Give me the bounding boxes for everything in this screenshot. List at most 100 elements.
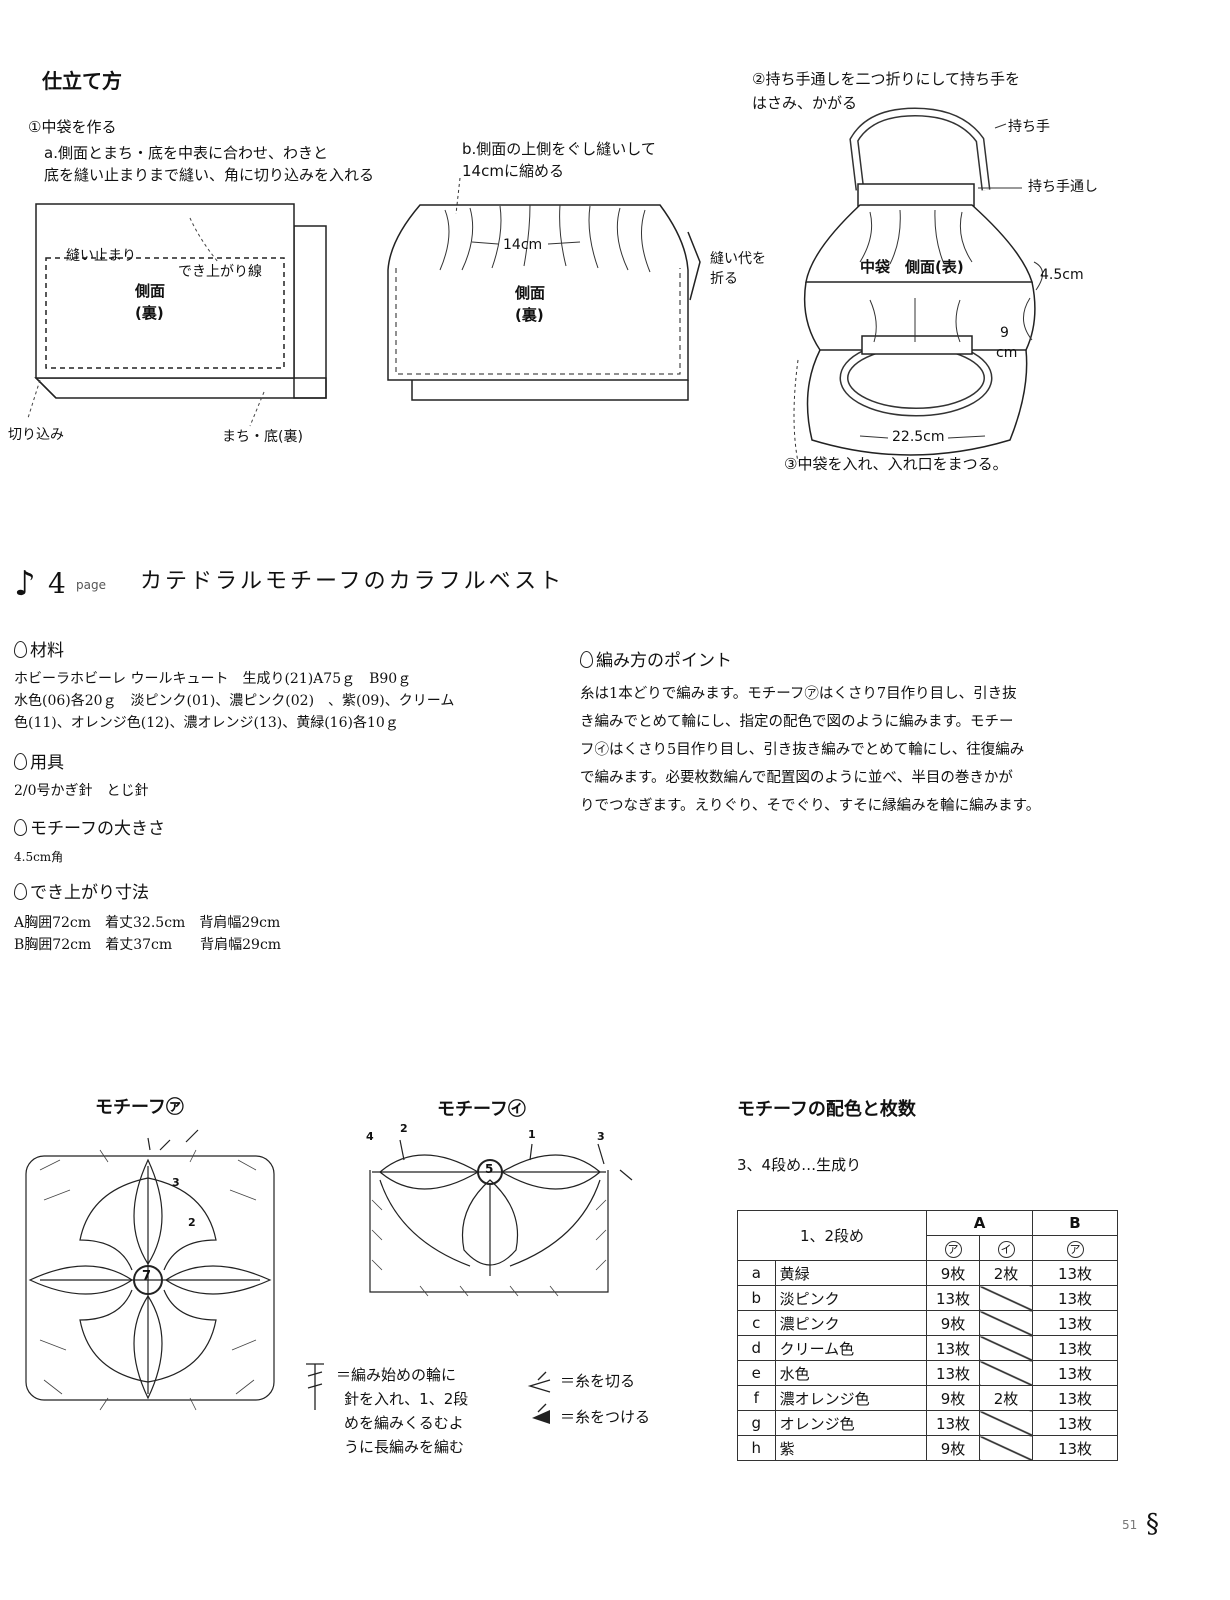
step1a-line1: a.側面とまち・底を中表に合わせ、わきと [44,144,328,162]
row-key: a [737,1260,776,1286]
finished-size-b: B胸囲72cm 着丈37cm 背肩幅29cm [14,937,282,953]
row-color: 濃ピンク [774,1310,928,1336]
row-a-a: 9枚 [926,1385,980,1411]
col-b: B [1032,1210,1118,1236]
row-a-a: 9枚 [926,1435,980,1461]
sub-b-a: ア [1032,1235,1118,1261]
row-key: d [737,1335,776,1361]
legend-ring-3: めを編みくるむよ [344,1414,464,1432]
row-b-a: 13枚 [1032,1310,1118,1336]
section-page-word: page [76,578,106,592]
materials-heading: 材料 [14,640,64,662]
row-a-a: 13枚 [926,1360,980,1386]
row-b-a: 13枚 [1032,1360,1118,1386]
row-a-i [979,1285,1033,1311]
step3-line: ③中袋を入れ、入れ口をまつる。 [784,455,1008,473]
back-label: (裏) [135,304,164,322]
row-a-a: 9枚 [926,1310,980,1336]
row-a-i [979,1435,1033,1461]
side-label-2: 側面 [515,284,546,302]
motif-a-center: 7 [142,1269,152,1284]
col-rounds: 1、2段め [737,1210,927,1261]
sub-a-a: ア [926,1235,980,1261]
step2-line2: はさみ、かがる [752,94,858,112]
drop-icon [14,641,27,658]
handle-loop-label: 持ち手通し [1028,179,1098,195]
row-a-a: 13枚 [926,1285,980,1311]
finishing-title: 仕立て方 [42,69,122,93]
col-a: A [926,1210,1033,1236]
step1b-line1: b.側面の上側をぐし縫いして [462,140,656,158]
finish-line-label: でき上がり線 [178,264,262,280]
finished-size-heading: でき上がり寸法 [14,882,149,904]
measure-9-unit: cm [996,345,1018,361]
side-label: 側面 [135,282,166,300]
row-a-a: 13枚 [926,1335,980,1361]
back-label-2: (裏) [515,306,544,324]
materials-line1: ホビーラホビーレ ウールキュート 生成り(21)A75ｇ B90ｇ [14,671,412,687]
section-title: カテドラルモチーフのカラフルベスト [140,569,565,594]
inner-bag-label: 中袋 側面(表) [860,258,964,276]
step1-heading: ①中袋を作る [28,118,117,136]
row-color: 黄緑 [774,1260,928,1286]
row-a-i [979,1310,1033,1336]
drop-icon [580,651,593,668]
legend-ring-1: ＝編み始めの輪に [336,1366,457,1384]
page-number: 51 [1122,1518,1138,1532]
fold-label-1: 縫い代を [710,251,766,267]
row-color: オレンジ色 [774,1410,928,1436]
materials-line3: 色(11)、オレンジ色(12)、濃オレンジ(13)、黄緑(16)各10ｇ [14,715,399,731]
row-b-a: 13枚 [1032,1335,1118,1361]
row-a-i [979,1335,1033,1361]
motif-i-r4: 4 [366,1130,374,1143]
row-color: 濃オレンジ色 [774,1385,928,1411]
row-key: c [737,1310,776,1336]
stop-label: 縫い止まり [66,248,136,264]
motif-i-center: 5 [485,1162,494,1176]
row-key: e [737,1360,776,1386]
row-b-a: 13枚 [1032,1435,1118,1461]
row-b-a: 13枚 [1032,1260,1118,1286]
motif-i-r3: 3 [597,1130,605,1143]
row-a-i: 2枚 [979,1385,1033,1411]
step1a-line2: 底を縫い止まりまで縫い、角に切り込みを入れる [44,166,375,184]
row-key: f [737,1385,776,1411]
row-key: b [737,1285,776,1311]
motif-size-line: 4.5cm角 [14,850,64,864]
tools-heading: 用具 [14,752,64,774]
measure-14cm: 14cm [503,237,543,253]
motif-a-r3: 3 [172,1176,180,1189]
row-key: g [737,1410,776,1436]
motif-i-r2: 2 [400,1122,408,1135]
section-number: 4 [48,567,66,600]
color-table-title: モチーフの配色と枚数 [737,1099,916,1120]
legend-cut-yarn: ＝糸を切る [560,1372,636,1390]
cut-label: 切り込み [8,427,64,443]
points-line2: き編みでとめて輪にし、指定の配色で図のように編みます。モチー [580,714,1014,730]
measure-22-5cm: 22.5cm [892,429,945,445]
row-a-i [979,1410,1033,1436]
legend-attach-yarn: ＝糸をつける [560,1408,651,1426]
row-a-a: 9枚 [926,1260,980,1286]
step1b-line2: 14cmに縮める [462,162,564,180]
note-icon: ♪ [14,564,36,604]
drop-icon [14,819,27,836]
tools-line: 2/0号かぎ針 とじ針 [14,783,149,799]
sub-a-i: イ [979,1235,1033,1261]
row-key: h [737,1435,776,1461]
motif-i-title: モチーフ㋑ [437,1099,526,1120]
row-color: 水色 [774,1360,928,1386]
materials-line2: 水色(06)各20ｇ 淡ピンク(01)、濃ピンク(02) 、紫(09)、クリーム [14,693,455,709]
step2-line1: ②持ち手通しを二つ折りにして持ち手を [752,70,1020,88]
